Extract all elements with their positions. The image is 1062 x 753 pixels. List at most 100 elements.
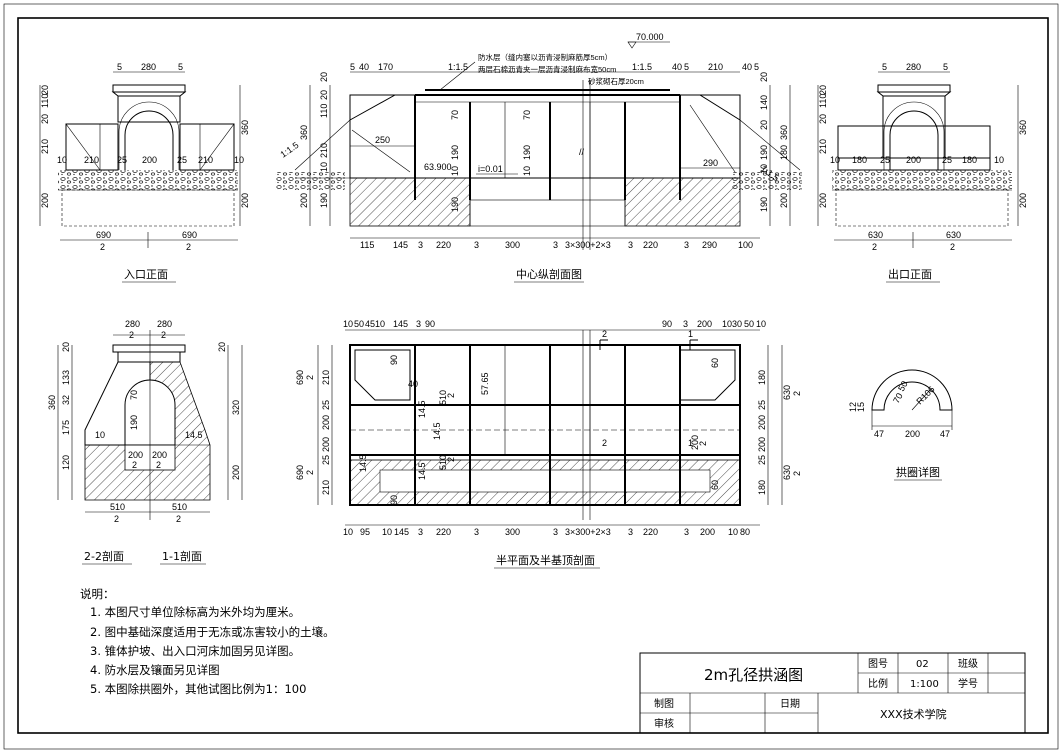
svg-text:2: 2 (792, 391, 802, 396)
svg-text:防水层（缝内塞以沥青浸制麻筋厚5cm）: 防水层（缝内塞以沥青浸制麻筋厚5cm） (478, 52, 612, 62)
svg-text:2: 2 (872, 242, 877, 252)
svg-text:180: 180 (852, 155, 867, 165)
svg-text:3×300+2×3: 3×300+2×3 (565, 527, 611, 537)
svg-text:审核: 审核 (654, 717, 674, 730)
svg-text:70.000: 70.000 (636, 32, 664, 42)
svg-text:210: 210 (321, 480, 331, 495)
svg-text:200: 200 (299, 193, 309, 208)
svg-text:2: 2 (114, 514, 119, 524)
svg-text:630: 630 (868, 230, 883, 240)
note-item: 3. 锥体护坡、出入口河床加固另见详图。 (90, 644, 300, 658)
svg-text:25: 25 (321, 400, 331, 410)
svg-text:2: 2 (176, 514, 181, 524)
svg-text:20: 20 (40, 85, 50, 95)
svg-text:200: 200 (697, 319, 712, 329)
svg-text:200: 200 (240, 193, 250, 208)
svg-text:3: 3 (418, 527, 423, 537)
svg-text:190: 190 (759, 197, 769, 212)
svg-text:360: 360 (47, 395, 57, 410)
svg-text:170: 170 (378, 62, 393, 72)
svg-text:200: 200 (700, 527, 715, 537)
svg-text:63.900: 63.900 (424, 162, 452, 172)
svg-text:280: 280 (141, 62, 156, 72)
svg-text:10: 10 (319, 162, 329, 172)
svg-text:32: 32 (61, 395, 71, 405)
svg-text:200: 200 (905, 429, 920, 439)
svg-text:110: 110 (818, 94, 828, 108)
outlet-front-title: 出口正面 (888, 267, 932, 281)
svg-text:25: 25 (117, 155, 127, 165)
svg-text:5: 5 (178, 62, 183, 72)
svg-text:10: 10 (728, 527, 738, 537)
center-section-title: 中心纵剖面图 (516, 267, 582, 281)
svg-text:10: 10 (95, 430, 105, 440)
svg-text:3: 3 (628, 240, 633, 250)
svg-text:180: 180 (779, 145, 789, 160)
svg-text:210: 210 (321, 370, 331, 385)
svg-text:300: 300 (505, 240, 520, 250)
svg-text:30: 30 (732, 319, 742, 329)
svg-text:180: 180 (757, 370, 767, 385)
svg-text:250: 250 (375, 135, 390, 145)
svg-text:360: 360 (299, 125, 309, 140)
svg-text:200: 200 (757, 437, 767, 452)
section-2-2-title: 2-2剖面 (84, 549, 124, 563)
svg-text:180: 180 (757, 480, 767, 495)
svg-text:110: 110 (319, 104, 329, 118)
svg-text:14.5: 14.5 (358, 454, 368, 472)
svg-text:630: 630 (946, 230, 961, 240)
svg-text:40: 40 (408, 379, 418, 389)
svg-text:510: 510 (438, 390, 448, 405)
svg-text:280: 280 (906, 62, 921, 72)
svg-text:2: 2 (100, 242, 105, 252)
svg-text:70: 70 (522, 110, 532, 120)
svg-text:50: 50 (354, 319, 364, 329)
svg-text:学号: 学号 (958, 677, 978, 690)
svg-text:3×300+2×3: 3×300+2×3 (565, 240, 611, 250)
svg-text:2: 2 (132, 460, 137, 470)
svg-text:200: 200 (906, 155, 921, 165)
svg-text:45: 45 (365, 319, 375, 329)
svg-text:2: 2 (446, 393, 456, 398)
svg-text:25: 25 (757, 400, 767, 410)
inner-border (17, 17, 1049, 734)
note-item: 4. 防水层及镶面另见详图 (90, 663, 220, 677)
svg-text:10: 10 (234, 155, 244, 165)
svg-text:210: 210 (319, 143, 329, 158)
svg-text:R106: R106 (914, 384, 936, 406)
notes-block: 说明： 1. 本图尺寸单位除标高为米外均为厘米。 2. 图中基础深度适用于无冻或… (80, 587, 335, 696)
svg-text:14.5: 14.5 (417, 462, 427, 480)
inlet-front-title: 入口正面 (124, 268, 168, 281)
svg-text:14.5: 14.5 (185, 430, 203, 440)
svg-text:10: 10 (450, 166, 460, 176)
svg-text:200: 200 (40, 193, 50, 208)
svg-text:70: 70 (129, 390, 139, 400)
svg-text:20: 20 (759, 120, 769, 130)
drawing-title: 2m孔径拱涵图 (704, 666, 803, 684)
svg-text:5: 5 (754, 62, 759, 72)
svg-text:690: 690 (295, 370, 305, 385)
svg-text:140: 140 (759, 95, 769, 110)
title-block: 2m孔径拱涵图 图号 02 班级 比例 1:100 学号 制图 日期 审核 XX… (639, 652, 1026, 734)
svg-text:220: 220 (643, 240, 658, 250)
section-2-2-view: 280 2 280 2 20 133 32 360 175 120 20 320… (47, 319, 243, 565)
svg-text:3: 3 (684, 527, 689, 537)
svg-text:90: 90 (662, 319, 672, 329)
svg-text:20: 20 (40, 114, 50, 124)
svg-text:20: 20 (61, 342, 71, 352)
svg-text:50: 50 (744, 319, 754, 329)
svg-text:3: 3 (628, 527, 633, 537)
svg-text:10: 10 (382, 527, 392, 537)
svg-text:220: 220 (436, 527, 451, 537)
svg-text:20: 20 (818, 85, 828, 95)
svg-text:两层石棉沥青夹一层沥青浸制麻布宽50cm: 两层石棉沥青夹一层沥青浸制麻布宽50cm (478, 64, 616, 74)
svg-text:10: 10 (522, 166, 532, 176)
svg-text:180: 180 (962, 155, 977, 165)
svg-text:2: 2 (305, 375, 315, 380)
svg-text:5: 5 (882, 62, 887, 72)
svg-text:10: 10 (830, 155, 840, 165)
arch-ring-detail: 47 200 47 R106 50 70 12 15 拱圈详图 (848, 369, 953, 481)
svg-text:290: 290 (702, 240, 717, 250)
svg-text:10: 10 (759, 164, 769, 174)
svg-text:10: 10 (722, 319, 732, 329)
